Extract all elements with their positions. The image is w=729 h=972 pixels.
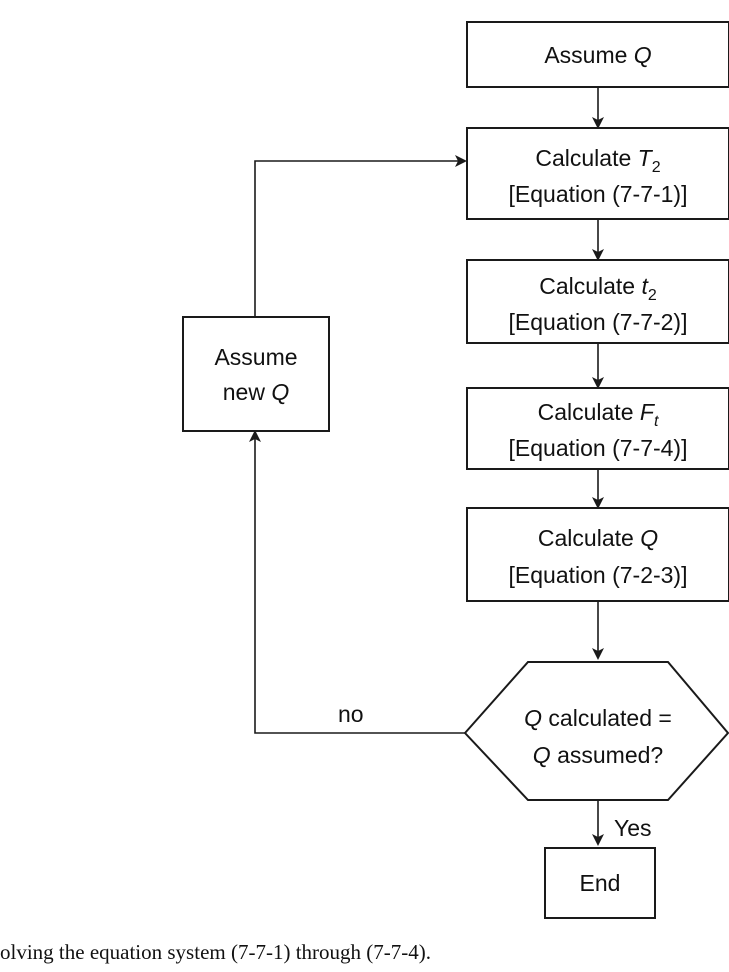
no-label: no	[338, 701, 364, 727]
calculate-q-box: Calculate Q [Equation (7-2-3)]	[466, 507, 729, 602]
yes-label: Yes	[614, 815, 652, 841]
calculate-t2-lower-equation: [Equation (7-7-2)]	[509, 309, 688, 335]
calculate-ft-label: Calculate Ft	[538, 399, 659, 430]
assume-q-label: Assume Q	[544, 42, 651, 68]
calculate-t2-equation: [Equation (7-7-1)]	[509, 181, 688, 207]
assume-new-q-line-2: new Q	[223, 379, 290, 405]
calculate-t2-lower-label: Calculate t2	[539, 273, 657, 304]
calculate-t2-lower-box: Calculate t2 [Equation (7-7-2)]	[466, 259, 729, 344]
end-label: End	[580, 870, 621, 896]
connectors	[249, 87, 604, 846]
calculate-ft-equation: [Equation (7-7-4)]	[509, 435, 688, 461]
assume-new-q-box: Assume new Q	[182, 316, 330, 432]
calculate-t2-box: Calculate T2 [Equation (7-7-1)]	[466, 127, 729, 220]
assume-q-box: Assume Q	[466, 21, 729, 88]
arrow-decision-no-to-assume-new	[249, 430, 465, 734]
calculate-q-label: Calculate Q	[538, 525, 658, 551]
calculate-ft-box: Calculate Ft [Equation (7-7-4)]	[466, 387, 729, 470]
figure-caption: olving the equation system (7-7-1) throu…	[0, 940, 431, 964]
calculate-t2-label: Calculate T2	[535, 145, 660, 176]
assume-new-q-line-1: Assume	[214, 344, 297, 370]
decision-line-2: Q assumed?	[533, 742, 663, 768]
calculate-q-equation: [Equation (7-2-3)]	[509, 562, 688, 588]
arrow-assume-new-to-t2	[254, 155, 467, 316]
decision-line-1: Q calculated =	[524, 705, 672, 731]
end-box: End	[544, 847, 656, 919]
decision-q-match: Q calculated = Q assumed?	[463, 661, 729, 801]
